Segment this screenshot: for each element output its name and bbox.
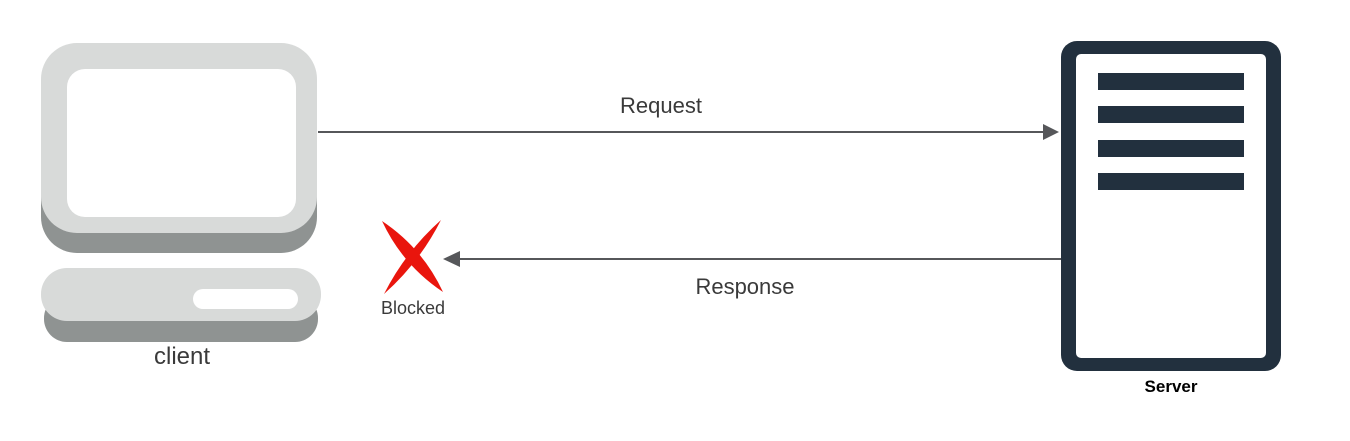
server-slot-bar	[1098, 73, 1244, 90]
server-label: Server	[1144, 377, 1198, 396]
server-slot-bar	[1098, 106, 1244, 123]
response-arrowhead-icon	[443, 251, 460, 267]
server-slot-bar	[1098, 140, 1244, 157]
client-keyboard-slot	[193, 289, 298, 309]
request-arrow-line	[318, 131, 1045, 133]
request-arrowhead-icon	[1043, 124, 1059, 140]
server-panel	[1076, 54, 1266, 358]
client-monitor-screen	[67, 69, 296, 217]
server-slot-bar	[1098, 173, 1244, 190]
blocked-x-icon	[382, 220, 443, 294]
client-label: client	[153, 343, 211, 370]
response-arrow-line	[459, 258, 1061, 260]
client-monitor-icon	[41, 43, 317, 233]
client-keyboard-icon	[41, 268, 321, 321]
blocked-label: Blocked	[380, 298, 446, 318]
response-label: Response	[695, 274, 795, 299]
server-icon	[1061, 41, 1281, 371]
request-label: Request	[620, 93, 702, 118]
